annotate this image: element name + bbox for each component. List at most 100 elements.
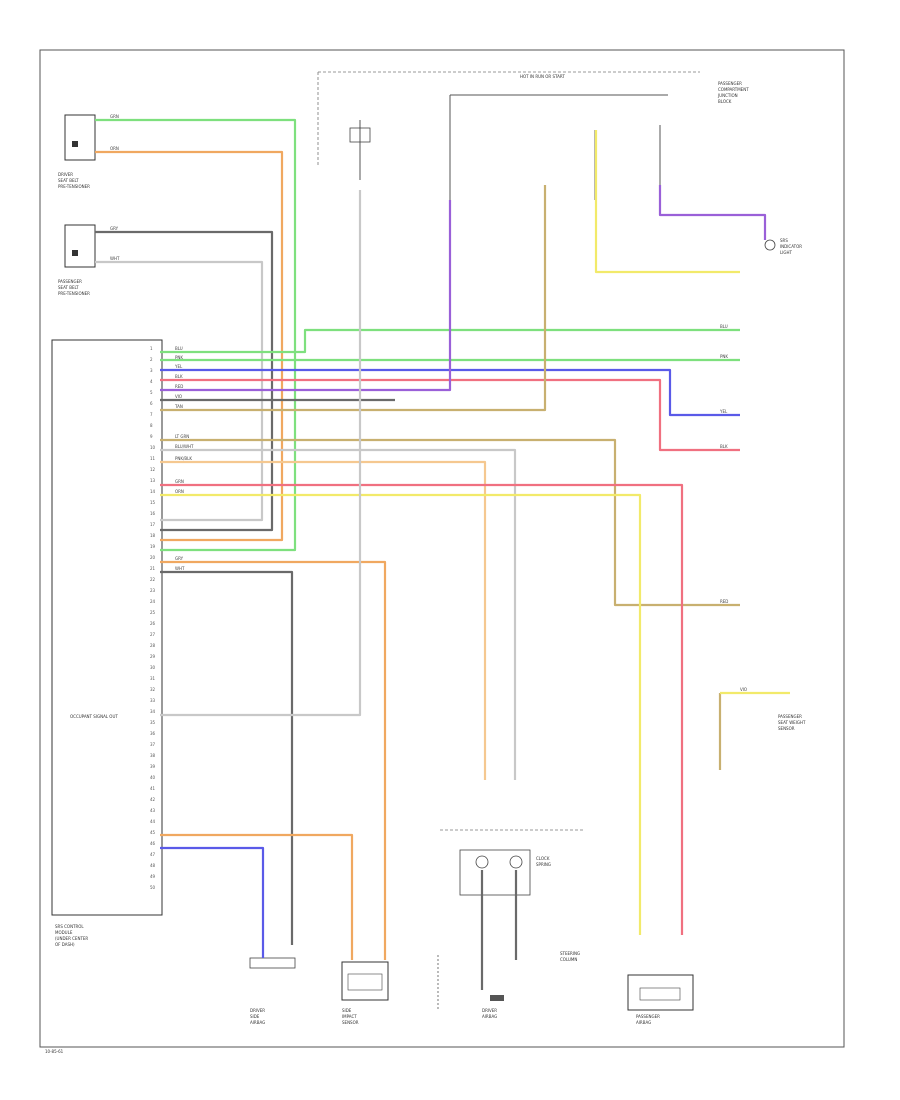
clock-spring-label-2: SPRING — [536, 862, 551, 867]
module-pin: 17 — [150, 522, 156, 527]
clock-spring-icon-1 — [475, 855, 489, 869]
module-pin: 45 — [150, 830, 156, 835]
module-pin: 30 — [150, 665, 156, 670]
module-pin: 35 — [150, 720, 156, 725]
occupant-label: OCCUPANT SIGNAL OUT — [70, 714, 118, 719]
clock-spring-icon-2 — [509, 855, 523, 869]
module-pin: 19 — [150, 544, 156, 549]
wire-tan — [160, 185, 547, 412]
module-pin: 10 — [150, 445, 156, 450]
wire-violet — [658, 185, 767, 240]
module-pin: 22 — [150, 577, 156, 582]
driver-pretensioner: DRIVER SEAT BELT PRE-TENSIONER — [58, 114, 96, 189]
module-pin: 11 — [150, 456, 156, 461]
wire-green — [95, 118, 297, 552]
dsa-label-3: AIRBAG — [250, 1020, 265, 1025]
wire-yellow — [594, 130, 740, 274]
clock-spring-box — [459, 849, 531, 896]
module-pin: 44 — [150, 819, 156, 824]
wire-color-label: GRN — [175, 479, 184, 484]
wire-grey — [160, 570, 294, 945]
module-label-3: (UNDER CENTER — [55, 936, 88, 941]
wire-color-label: BLU — [175, 346, 183, 351]
srs-module-box — [51, 339, 163, 916]
wire-color-label: GRN — [110, 114, 119, 119]
driver-airbag: DRIVER AIRBAG — [482, 995, 504, 1019]
driver-sensor-label-1: DRIVER — [58, 172, 73, 177]
fuse-top-label: HOT IN RUN OR START — [520, 74, 565, 79]
dsa-label-1: DRIVER — [250, 1008, 265, 1013]
module-pin: 14 — [150, 489, 156, 494]
wire-color-label: ORN — [175, 489, 184, 494]
wire-green — [160, 328, 740, 354]
driver-sensor-label-3: PRE-TENSIONER — [58, 184, 90, 189]
module-pin: 50 — [150, 885, 156, 890]
wire-color-label: GRY — [110, 226, 119, 231]
wire-violet — [160, 200, 452, 392]
pass-detect-label-3: SENSOR — [778, 726, 795, 731]
module-pin: 38 — [150, 753, 156, 758]
wire-color-label: PNK/BLK — [175, 456, 192, 461]
module-pin: 26 — [150, 621, 156, 626]
module-pin: 5 — [150, 390, 153, 395]
passenger-pretensioner: PASSENGER SEAT BELT PRE-TENSIONER — [58, 224, 96, 296]
side-impact-sensor: SIDE IMPACT SENSOR — [341, 961, 389, 1025]
module-pin: 36 — [150, 731, 156, 736]
da-label-2: AIRBAG — [482, 1014, 497, 1019]
diagram-border — [39, 49, 845, 1048]
dsa-label-2: SIDE — [250, 1014, 260, 1019]
pass-detect-label-1: PASSENGER — [778, 714, 802, 719]
module-pin: 42 — [150, 797, 156, 802]
module-pin: 1 — [150, 346, 153, 351]
wire-lightgrey — [160, 448, 517, 780]
module-pin: 40 — [150, 775, 156, 780]
module-pin: 16 — [150, 511, 156, 516]
ss-label-3: SENSOR — [342, 1020, 359, 1025]
module-pin: 41 — [150, 786, 156, 791]
module-pin-column: 1234567891011121314151617181920212223242… — [150, 346, 156, 890]
wire-tan — [160, 438, 740, 607]
wire-color-label: WHT — [110, 256, 120, 261]
pass-detect-label-2: SEAT WEIGHT — [778, 720, 806, 725]
module-pin: 15 — [150, 500, 156, 505]
mil-label-2: INDICATOR — [780, 244, 802, 249]
driver-sensor-label-2: SEAT BELT — [58, 178, 79, 183]
steering-label-1: STEERING — [560, 951, 580, 956]
ss-label-2: IMPACT — [342, 1014, 357, 1019]
module-pin: 24 — [150, 599, 156, 604]
wire-color-label: YEL — [719, 409, 728, 414]
driver-side-airbag: DRIVER SIDE AIRBAG — [249, 957, 296, 1025]
wire-color-label: TAN — [174, 404, 183, 409]
pass-sensor-label-2: SEAT BELT — [58, 285, 79, 290]
module-pin: 7 — [150, 412, 153, 417]
wire-color-label: YEL — [174, 364, 183, 369]
wire-color-label: VIO — [740, 687, 747, 692]
module-pin: 12 — [150, 467, 156, 472]
wire-color-label: RED — [720, 599, 728, 604]
wire-peach — [160, 460, 487, 780]
module-pin: 9 — [150, 434, 153, 439]
steering-label-2: COLUMN — [560, 957, 577, 962]
wire-color-label: ORN — [110, 146, 119, 151]
module-pin: 32 — [150, 687, 156, 692]
wire-blue — [160, 368, 740, 417]
wire-color-label: PNK — [720, 354, 728, 359]
module-pin: 4 — [150, 379, 153, 384]
wire-color-label: BLK — [175, 374, 183, 379]
fuse-right-3: JUNCTION — [717, 93, 738, 98]
da-label-1: DRIVER — [482, 1008, 497, 1013]
wire-lightgrey — [160, 190, 362, 717]
fuse-right-1: PASSENGER — [718, 81, 742, 86]
module-pin: 39 — [150, 764, 156, 769]
module-label-4: OF DASH) — [55, 942, 75, 947]
indicator-light-icon — [764, 239, 776, 251]
wire-color-label: PNK — [175, 355, 183, 360]
wire-color-label: VIO — [175, 394, 182, 399]
fuse-right-2: COMPARTMENT — [718, 87, 749, 92]
clock-spring-label-1: CLOCK — [536, 856, 550, 861]
pa-label-2: AIRBAG — [636, 1020, 651, 1025]
wire-color-label: WHT — [175, 566, 185, 571]
module-pin: 33 — [150, 698, 156, 703]
wire-color-label: GRY — [175, 556, 184, 561]
